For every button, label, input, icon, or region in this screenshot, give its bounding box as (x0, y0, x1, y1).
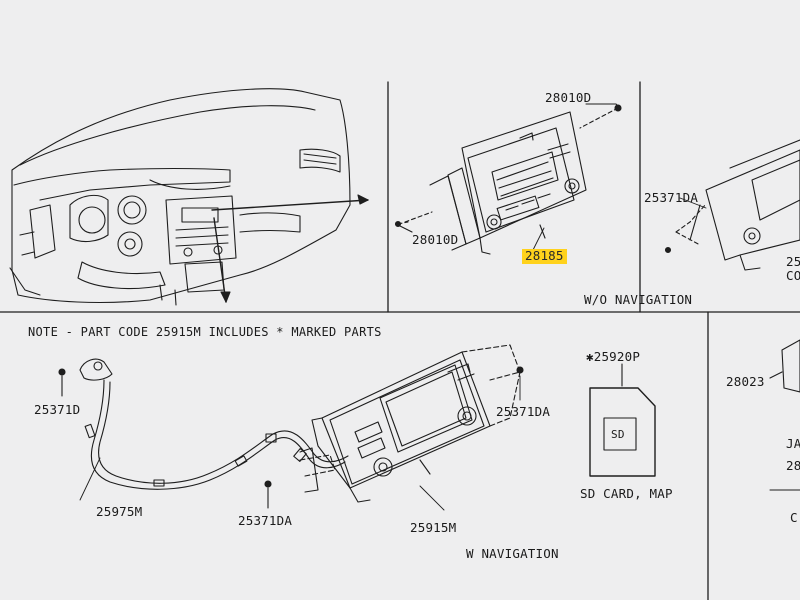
label-part-28185-highlighted: 28185 (522, 249, 567, 264)
label-cut-off-25: 25 (786, 254, 800, 269)
label-part-25975M: 25975M (96, 504, 143, 519)
label-cut-off-28: 28 (786, 458, 800, 473)
label-part-28010D-top: 28010D (545, 90, 592, 105)
antenna-harness-drawing (58, 358, 349, 509)
label-part-25371DA-right: 25371DA (644, 190, 699, 205)
label-cut-off-co: CO (786, 268, 800, 283)
caption-sd-card-map: SD CARD, MAP (580, 486, 673, 501)
dashboard-drawing (9, 88, 369, 306)
caption-without-navigation: W/O NAVIGATION (584, 292, 693, 307)
label-part-28023: 28023 (726, 374, 765, 389)
sd-card-drawing (589, 363, 656, 477)
label-part-25920P: ✱25920P (586, 349, 641, 364)
label-part-25915M: 25915M (410, 520, 457, 535)
label-cut-off-c: C (790, 510, 798, 525)
audio-unit-partial-drawing (664, 139, 800, 271)
label-cut-off-ja: JA (786, 436, 800, 451)
label-part-28010D-left: 28010D (412, 232, 459, 247)
audio-unit-wo-navigation-drawing (394, 103, 622, 255)
navigation-unit-drawing (299, 344, 524, 503)
caption-with-navigation: W NAVIGATION (466, 546, 559, 561)
note-part-code: NOTE - PART CODE 25915M INCLUDES * MARKE… (28, 325, 382, 339)
partial-component-drawing (769, 339, 800, 491)
label-part-25371DA-mid: 25371DA (496, 404, 551, 419)
label-part-25371DA-bottom: 25371DA (238, 513, 293, 528)
label-part-25371D: 25371D (34, 402, 81, 417)
sd-card-label: SD (611, 428, 625, 441)
